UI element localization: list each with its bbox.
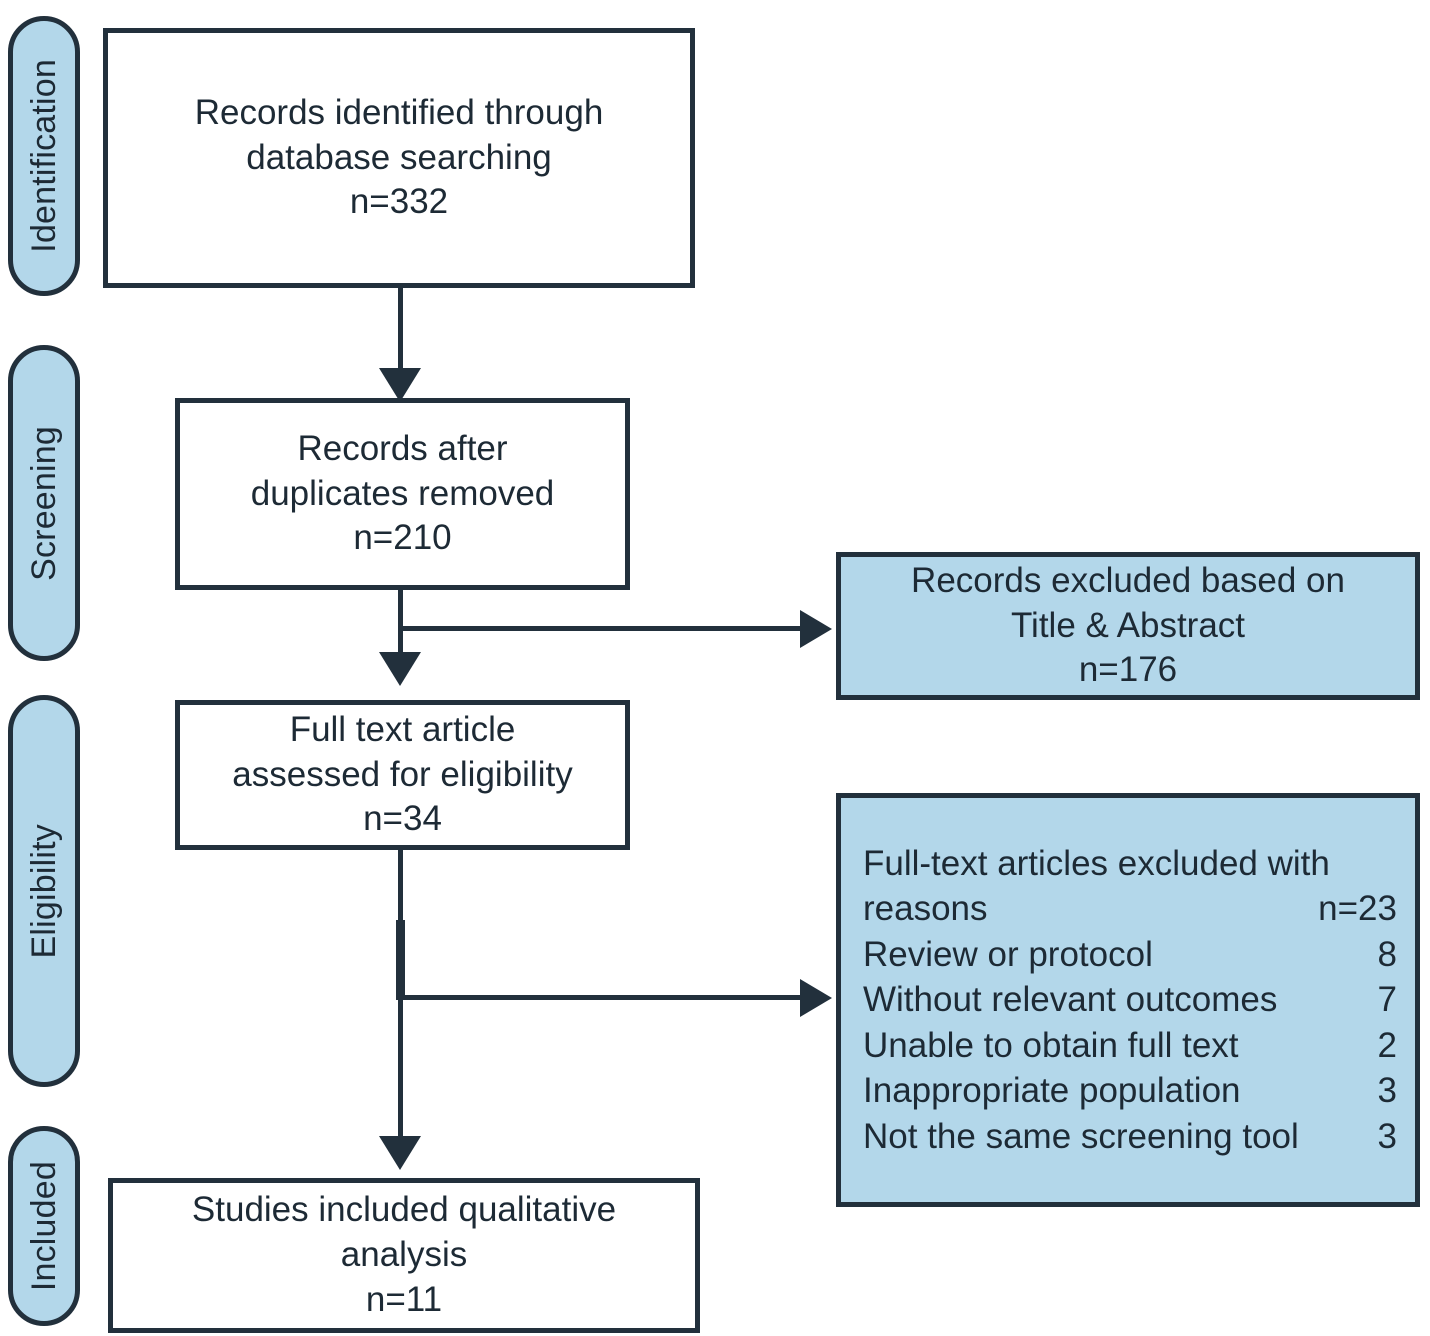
stage-pill-included: Included xyxy=(8,1126,80,1326)
connector-duplicates-to-fulltext xyxy=(398,590,403,672)
reason-label: Without relevant outcomes xyxy=(863,980,1278,1020)
box-studies-included-count: n=11 xyxy=(365,1279,443,1319)
arrowhead-identified-to-duplicates xyxy=(379,368,421,402)
box-records-identified-line2: database searching xyxy=(246,137,552,177)
reasons-head-row: reasons n=23 xyxy=(863,886,1397,932)
box-records-identified: Records identified through database sear… xyxy=(103,28,695,288)
box-records-after-duplicates-count: n=210 xyxy=(353,518,452,558)
reason-row: Inappropriate population 3 xyxy=(863,1068,1397,1114)
box-studies-included: Studies included qualitative analysis n=… xyxy=(108,1178,700,1333)
reason-count: 2 xyxy=(1377,1025,1397,1065)
reason-count: 3 xyxy=(1377,1116,1397,1156)
stage-label-identification: Identification xyxy=(24,59,63,253)
reason-row: Review or protocol 8 xyxy=(863,932,1397,978)
stage-label-eligibility: Eligibility xyxy=(24,823,63,959)
reason-label: Review or protocol xyxy=(863,934,1153,974)
box-records-identified-line1: Records identified through xyxy=(194,92,604,132)
connector-fulltext-to-excluded-reasons xyxy=(398,995,808,1000)
reason-label: Not the same screening tool xyxy=(863,1116,1299,1156)
connector-identified-to-duplicates xyxy=(398,288,403,376)
box-studies-included-line1: Studies included qualitative xyxy=(191,1190,617,1230)
box-full-text-assessed-line2: assessed for eligibility xyxy=(232,754,573,794)
box-full-text-excluded-with-reasons: Full-text articles excluded with reasons… xyxy=(836,793,1420,1207)
stage-pill-screening: Screening xyxy=(8,345,80,661)
reason-label: Unable to obtain full text xyxy=(863,1025,1239,1065)
box-records-excluded-title-abstract-line2: Title & Abstract xyxy=(1010,605,1246,645)
box-records-excluded-title-abstract-line1: Records excluded based on xyxy=(911,560,1345,600)
arrowhead-fulltext-to-included xyxy=(379,1136,421,1170)
reason-row: Unable to obtain full text 2 xyxy=(863,1023,1397,1069)
box-records-identified-count: n=332 xyxy=(349,182,449,222)
box-full-text-assessed: Full text article assessed for eligibili… xyxy=(175,700,630,850)
stage-pill-eligibility: Eligibility xyxy=(8,695,80,1087)
connector-duplicates-to-excluded-title-abstract xyxy=(398,626,808,631)
box-studies-included-line2: analysis xyxy=(340,1235,468,1275)
connector-fulltext-to-included xyxy=(398,850,403,1150)
stage-label-included: Included xyxy=(24,1160,63,1292)
box-full-text-assessed-line1: Full text article xyxy=(289,709,516,749)
reasons-head-count: n=23 xyxy=(1318,889,1397,929)
connector-fulltext-branch-stub xyxy=(396,920,405,1000)
reasons-head-line1: Full-text articles excluded with xyxy=(863,843,1330,883)
arrowhead-duplicates-to-excluded-title-abstract xyxy=(800,610,832,648)
box-records-excluded-title-abstract-count: n=176 xyxy=(1078,650,1178,690)
box-records-after-duplicates-line2: duplicates removed xyxy=(250,473,555,513)
reason-row: Without relevant outcomes 7 xyxy=(863,977,1397,1023)
reason-count: 7 xyxy=(1377,980,1397,1020)
reason-label: Inappropriate population xyxy=(863,1071,1241,1111)
reason-count: 3 xyxy=(1377,1071,1397,1111)
arrowhead-duplicates-to-fulltext xyxy=(379,652,421,686)
box-records-excluded-title-abstract: Records excluded based on Title & Abstra… xyxy=(836,552,1420,700)
box-records-after-duplicates-line1: Records after xyxy=(297,428,508,468)
box-records-after-duplicates: Records after duplicates removed n=210 xyxy=(175,398,630,590)
reason-row: Not the same screening tool 3 xyxy=(863,1114,1397,1160)
stage-pill-identification: Identification xyxy=(8,16,80,296)
stage-label-screening: Screening xyxy=(24,425,63,581)
reason-count: 8 xyxy=(1377,934,1397,974)
box-full-text-assessed-count: n=34 xyxy=(363,799,442,839)
arrowhead-fulltext-to-excluded-reasons xyxy=(800,979,832,1017)
reasons-head-label: reasons xyxy=(863,889,988,929)
